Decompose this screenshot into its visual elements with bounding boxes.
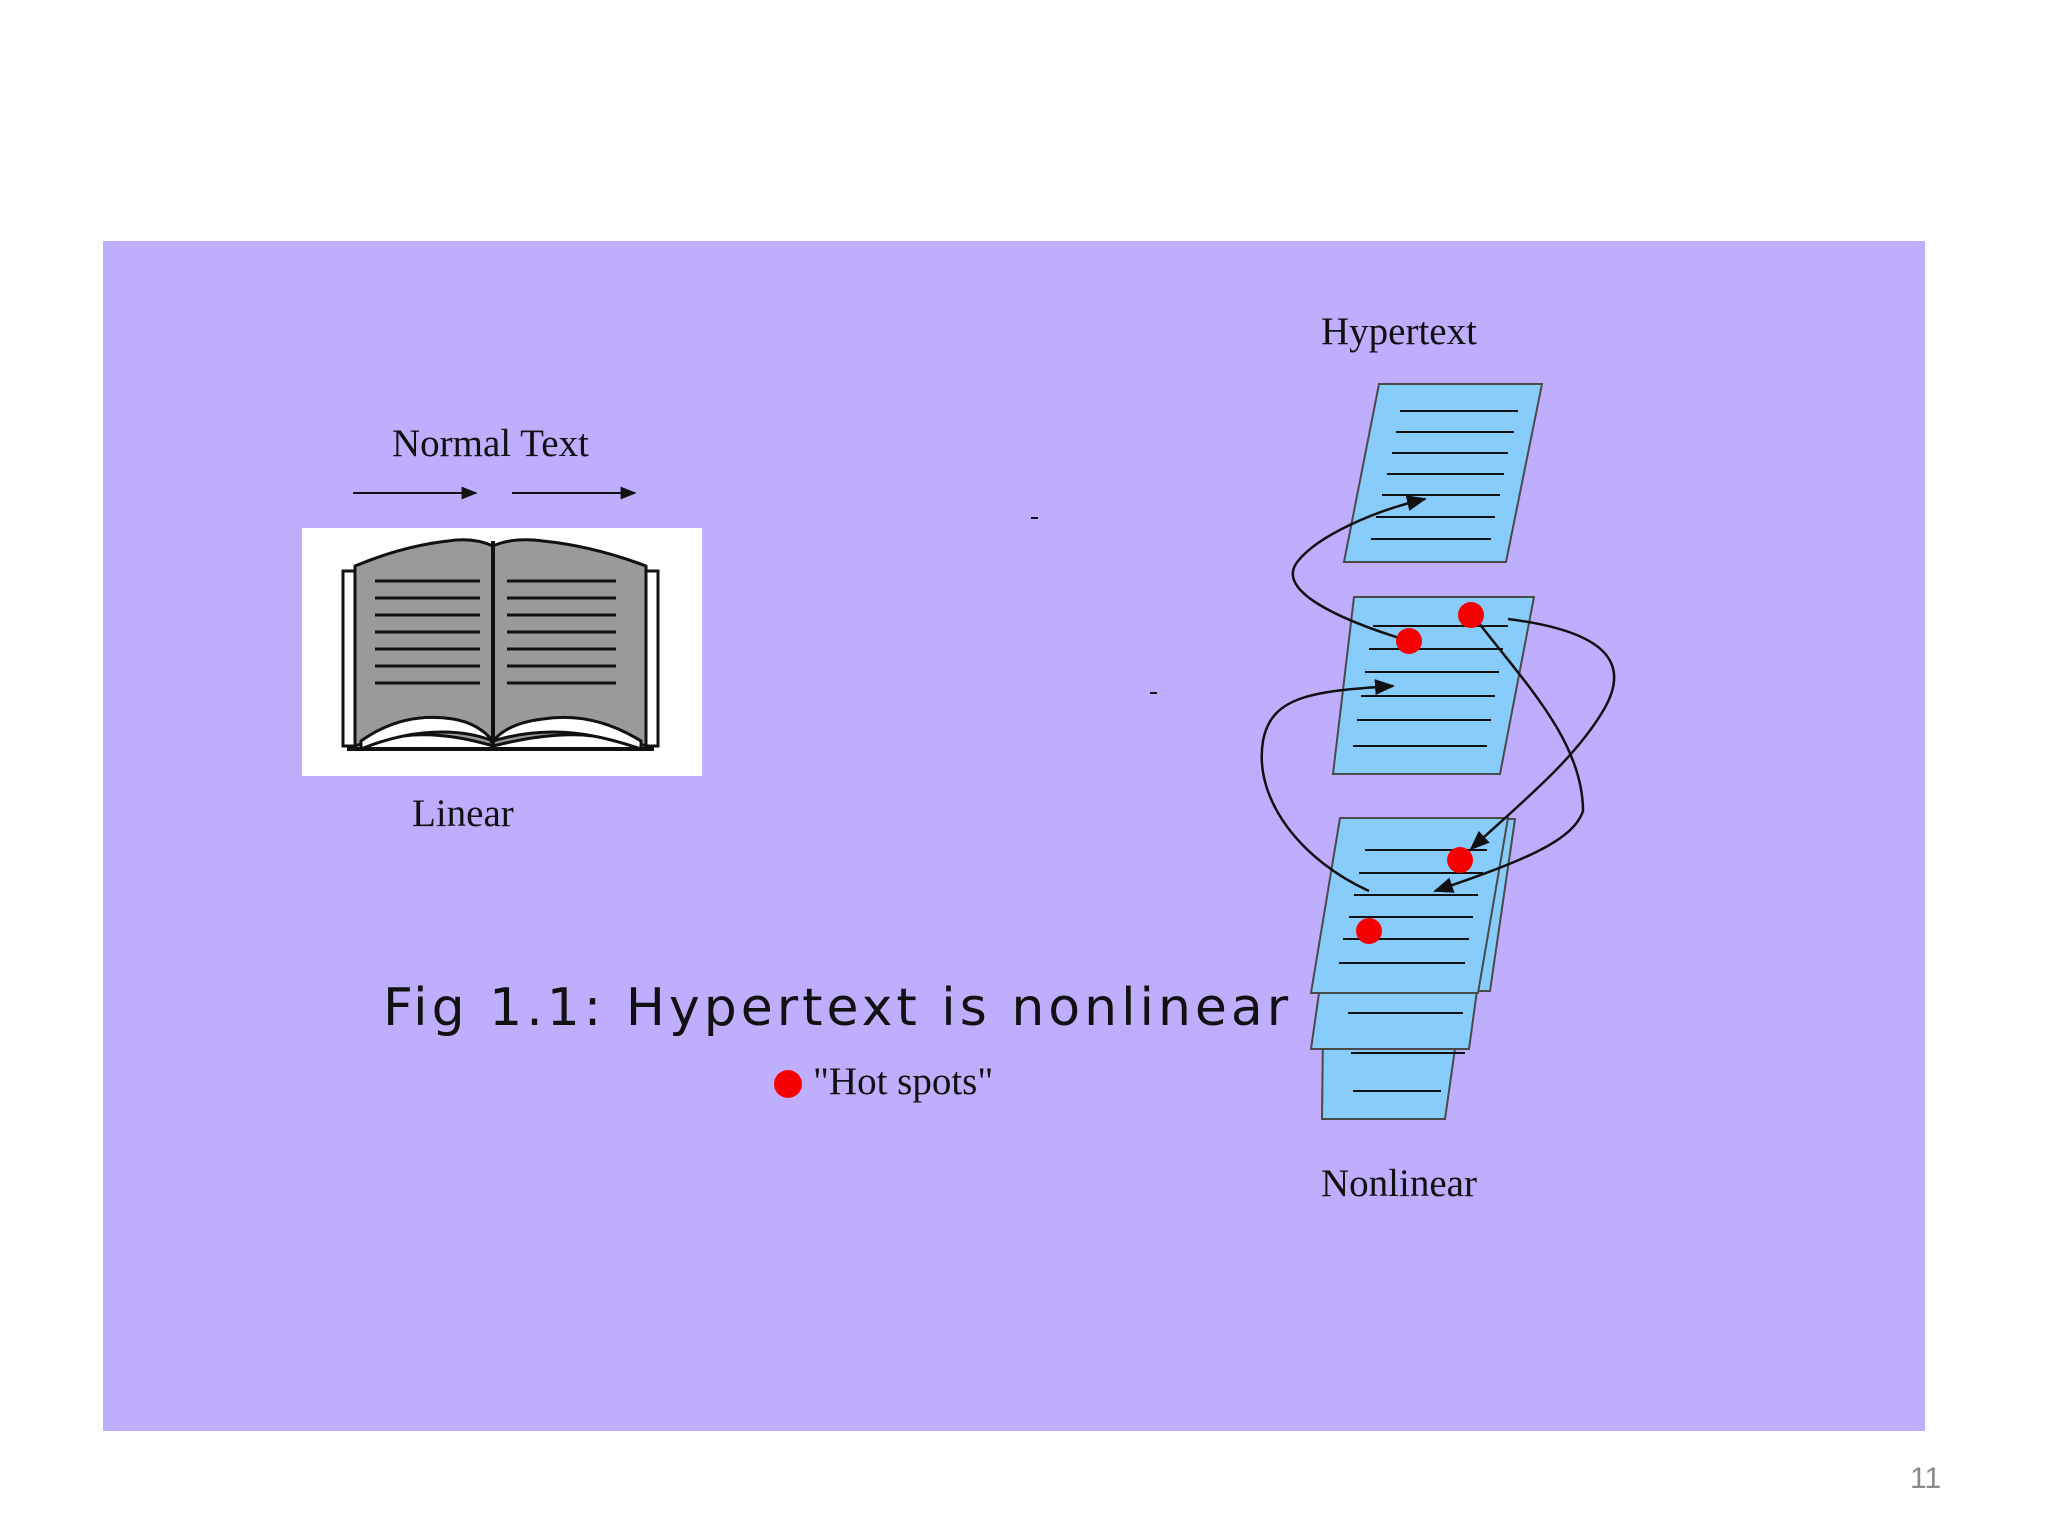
hot-spot (1396, 628, 1422, 654)
hot-spot (1458, 602, 1484, 628)
figure-panel: Normal Text Linear (103, 241, 1925, 1431)
diagram-graphics (302, 383, 1616, 1120)
figure-caption: Fig 1.1: Hypertext is nonlinear (383, 978, 1293, 1038)
page-middle (1331, 596, 1536, 775)
hot-spots-legend-label: "Hot spots" (813, 1060, 994, 1103)
hot-spot-legend-icon (774, 1070, 802, 1098)
hot-spots (1356, 602, 1484, 944)
page-lower (1309, 817, 1510, 994)
hot-spot (1356, 918, 1382, 944)
slide-page-number: 11 (1910, 1462, 1942, 1495)
hypertext-label: Hypertext (1321, 310, 1477, 353)
link-arrows (1260, 495, 1616, 893)
hot-spot (1447, 847, 1473, 873)
nonlinear-label: Nonlinear (1321, 1162, 1477, 1205)
normal-text-label: Normal Text (392, 422, 589, 465)
open-book-icon (302, 528, 702, 776)
linear-label: Linear (412, 792, 514, 835)
